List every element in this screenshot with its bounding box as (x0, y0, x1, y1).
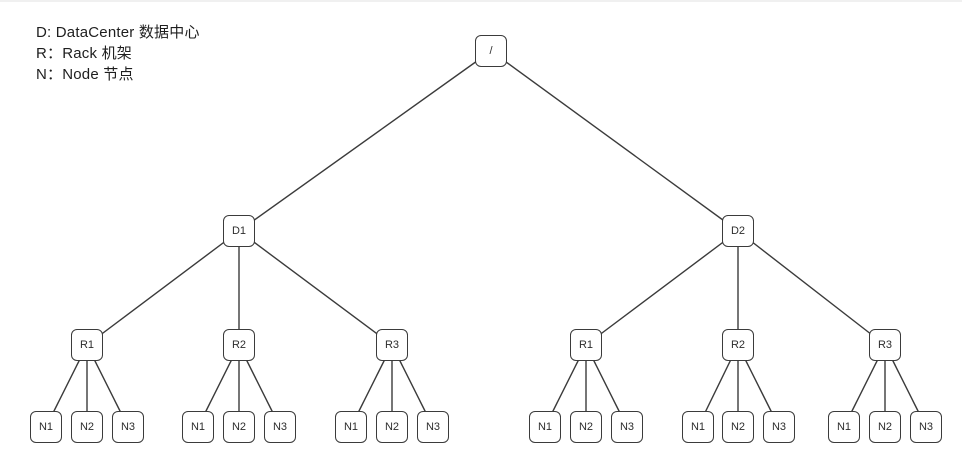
tree-node-label: R1 (578, 339, 594, 351)
tree-node-label: N1 (537, 421, 553, 433)
tree-node-label: N3 (272, 421, 288, 433)
tree-node-d1r1: R1 (71, 329, 103, 361)
legend: D: DataCenter 数据中心 R：Rack 机架 N：Node 节点 (36, 22, 200, 85)
tree-node-label: N3 (425, 421, 441, 433)
tree-node-label: N1 (38, 421, 54, 433)
tree-node-label: N3 (771, 421, 787, 433)
tree-edge (585, 230, 739, 346)
tree-node-label: N1 (343, 421, 359, 433)
tree-node-label: R2 (231, 339, 247, 351)
tree-node-d2: D2 (722, 215, 754, 247)
tree-node-d1r3n2: N2 (376, 411, 408, 443)
tree-node-root: / (475, 35, 507, 67)
legend-line-rack: R：Rack 机架 (36, 45, 132, 62)
tree-node-d1r2: R2 (223, 329, 255, 361)
tree-node-d2r3n3: N3 (910, 411, 942, 443)
tree-node-label: N2 (730, 421, 746, 433)
tree-edge (238, 50, 492, 232)
tree-node-d1r1n1: N1 (30, 411, 62, 443)
tree-node-label: N1 (690, 421, 706, 433)
tree-node-d2r3: R3 (869, 329, 901, 361)
legend-line-datacenter: D: DataCenter 数据中心 (36, 24, 200, 41)
tree-node-d2r2n2: N2 (722, 411, 754, 443)
tree-node-d1r2n2: N2 (223, 411, 255, 443)
tree-node-label: R1 (79, 339, 95, 351)
tree-node-label: R3 (877, 339, 893, 351)
tree-node-label: N3 (120, 421, 136, 433)
tree-node-label: N2 (231, 421, 247, 433)
tree-node-label: N2 (384, 421, 400, 433)
tree-node-d2r2: R2 (722, 329, 754, 361)
tree-node-label: / (489, 45, 493, 57)
tree-node-d2r1n3: N3 (611, 411, 643, 443)
tree-node-d1r3n1: N1 (335, 411, 367, 443)
tree-node-label: N1 (836, 421, 852, 433)
tree-node-d2r3n1: N1 (828, 411, 860, 443)
tree-node-d1r3: R3 (376, 329, 408, 361)
tree-node-label: N3 (918, 421, 934, 433)
tree-edge (86, 230, 240, 346)
tree-edge (737, 230, 886, 346)
tree-node-label: R2 (730, 339, 746, 351)
tree-node-d1r1n2: N2 (71, 411, 103, 443)
tree-node-d1r1n3: N3 (112, 411, 144, 443)
tree-node-label: N2 (578, 421, 594, 433)
legend-line-node: N：Node 节点 (36, 66, 134, 83)
tree-node-d2r1: R1 (570, 329, 602, 361)
tree-node-label: D2 (730, 225, 746, 237)
tree-node-label: N2 (79, 421, 95, 433)
tree-node-d1: D1 (223, 215, 255, 247)
tree-node-d1r2n3: N3 (264, 411, 296, 443)
tree-node-d2r1n2: N2 (570, 411, 602, 443)
tree-node-d2r1n1: N1 (529, 411, 561, 443)
tree-edge (238, 230, 393, 346)
tree-node-label: N3 (619, 421, 635, 433)
tree-node-d2r2n1: N1 (682, 411, 714, 443)
tree-node-label: N2 (877, 421, 893, 433)
tree-node-label: R3 (384, 339, 400, 351)
tree-node-d1r3n3: N3 (417, 411, 449, 443)
tree-node-label: D1 (231, 225, 247, 237)
tree-node-label: N1 (190, 421, 206, 433)
tree-node-d2r2n3: N3 (763, 411, 795, 443)
tree-node-d2r3n2: N2 (869, 411, 901, 443)
tree-edge (490, 50, 739, 232)
tree-node-d1r2n1: N1 (182, 411, 214, 443)
